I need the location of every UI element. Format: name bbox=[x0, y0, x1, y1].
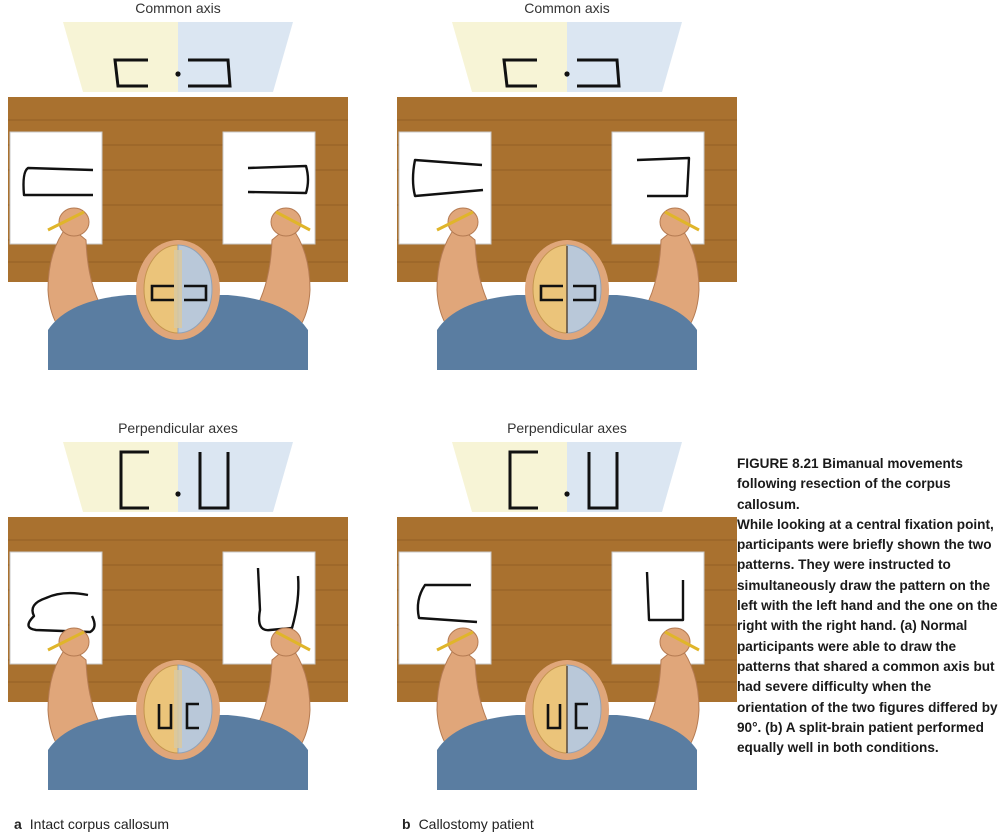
scene-illustration bbox=[397, 442, 737, 790]
pencil-left bbox=[436, 210, 474, 232]
pencil-right bbox=[275, 630, 311, 652]
target-figure-left bbox=[119, 450, 149, 510]
pencil-right bbox=[664, 630, 700, 652]
brain-left-hemisphere bbox=[143, 244, 179, 334]
pencil-left bbox=[47, 210, 85, 232]
label-b: b Callostomy patient bbox=[402, 816, 534, 832]
brain-figure-left bbox=[150, 284, 174, 302]
paper-right bbox=[222, 551, 316, 665]
brain-figure-right bbox=[185, 702, 199, 730]
drawing-right bbox=[247, 164, 310, 195]
corpus-callosum bbox=[174, 250, 182, 328]
screen-left-half bbox=[452, 22, 567, 92]
drawing-right bbox=[256, 567, 300, 632]
brain-figure-right bbox=[573, 284, 597, 302]
screen-right-half bbox=[567, 22, 682, 92]
left-hand bbox=[58, 627, 90, 657]
drawing-left bbox=[27, 591, 96, 634]
brain-figure-right bbox=[574, 702, 588, 730]
drawing-right bbox=[636, 156, 691, 198]
brain-right-hemisphere bbox=[177, 664, 213, 754]
fixation-point bbox=[175, 491, 181, 497]
pencil-right bbox=[275, 210, 311, 232]
scene-illustration bbox=[397, 22, 737, 370]
label-a-text: Intact corpus callosum bbox=[29, 816, 170, 832]
caption-body: While looking at a central fixation poin… bbox=[737, 516, 998, 756]
panel-title: Common axis bbox=[135, 0, 221, 16]
fixation-point bbox=[564, 491, 570, 497]
screen-right-half bbox=[567, 442, 682, 512]
left-hand bbox=[58, 207, 90, 237]
brain-right-hemisphere bbox=[566, 244, 602, 334]
screen-right-half bbox=[178, 442, 293, 512]
label-b-text: Callostomy patient bbox=[418, 816, 534, 832]
panel-common-intact: Common axis bbox=[8, 0, 348, 370]
target-figure-left bbox=[502, 58, 537, 88]
drawing-left bbox=[411, 158, 484, 198]
fixation-point bbox=[564, 71, 570, 77]
target-figure-right bbox=[188, 58, 232, 88]
scene-illustration bbox=[8, 22, 348, 370]
brain-figure-left bbox=[539, 284, 563, 302]
screen-left-half bbox=[63, 22, 178, 92]
paper-right bbox=[611, 131, 705, 245]
label-a: a Intact corpus callosum bbox=[14, 816, 169, 832]
brain-right-hemisphere bbox=[566, 664, 602, 754]
scene-illustration bbox=[8, 442, 348, 790]
panel-title: Perpendicular axes bbox=[507, 420, 627, 436]
brain-left-hemisphere bbox=[143, 664, 179, 754]
paper-right bbox=[222, 131, 316, 245]
label-b-letter: b bbox=[402, 816, 411, 832]
fixation-point bbox=[175, 71, 181, 77]
target-figure-left bbox=[113, 58, 148, 88]
corpus-callosum bbox=[174, 670, 182, 748]
panel-common-callostomy: Common axis bbox=[397, 0, 737, 370]
figure-caption: FIGURE 8.21 Bimanual movements following… bbox=[737, 454, 999, 758]
panel-perpendicular-callostomy: Perpendicular axes bbox=[397, 420, 737, 790]
target-figure-right bbox=[198, 452, 230, 510]
drawing-right bbox=[645, 571, 685, 622]
left-hand bbox=[447, 207, 479, 237]
target-figure-left bbox=[508, 450, 538, 510]
target-figure-right bbox=[587, 452, 619, 510]
target-figure-right bbox=[577, 58, 621, 88]
pencil-left bbox=[436, 630, 474, 652]
screen-right-half bbox=[178, 22, 293, 92]
label-a-letter: a bbox=[14, 816, 22, 832]
brain-figure-left bbox=[157, 704, 173, 730]
brain-figure-right bbox=[184, 284, 208, 302]
brain-figure-left bbox=[546, 704, 562, 730]
brain-right-hemisphere bbox=[177, 244, 213, 334]
panel-perpendicular-intact: Perpendicular axes bbox=[8, 420, 348, 790]
panel-title: Common axis bbox=[524, 0, 610, 16]
panel-title: Perpendicular axes bbox=[118, 420, 238, 436]
brain-left-hemisphere bbox=[532, 244, 568, 334]
pencil-left bbox=[47, 630, 85, 652]
pencil-right bbox=[664, 210, 700, 232]
paper-right bbox=[611, 551, 705, 665]
caption-title: FIGURE 8.21 Bimanual movements following… bbox=[737, 456, 963, 512]
brain-left-hemisphere bbox=[532, 664, 568, 754]
drawing-left bbox=[416, 583, 478, 624]
left-hand bbox=[447, 627, 479, 657]
drawing-left bbox=[22, 166, 94, 197]
